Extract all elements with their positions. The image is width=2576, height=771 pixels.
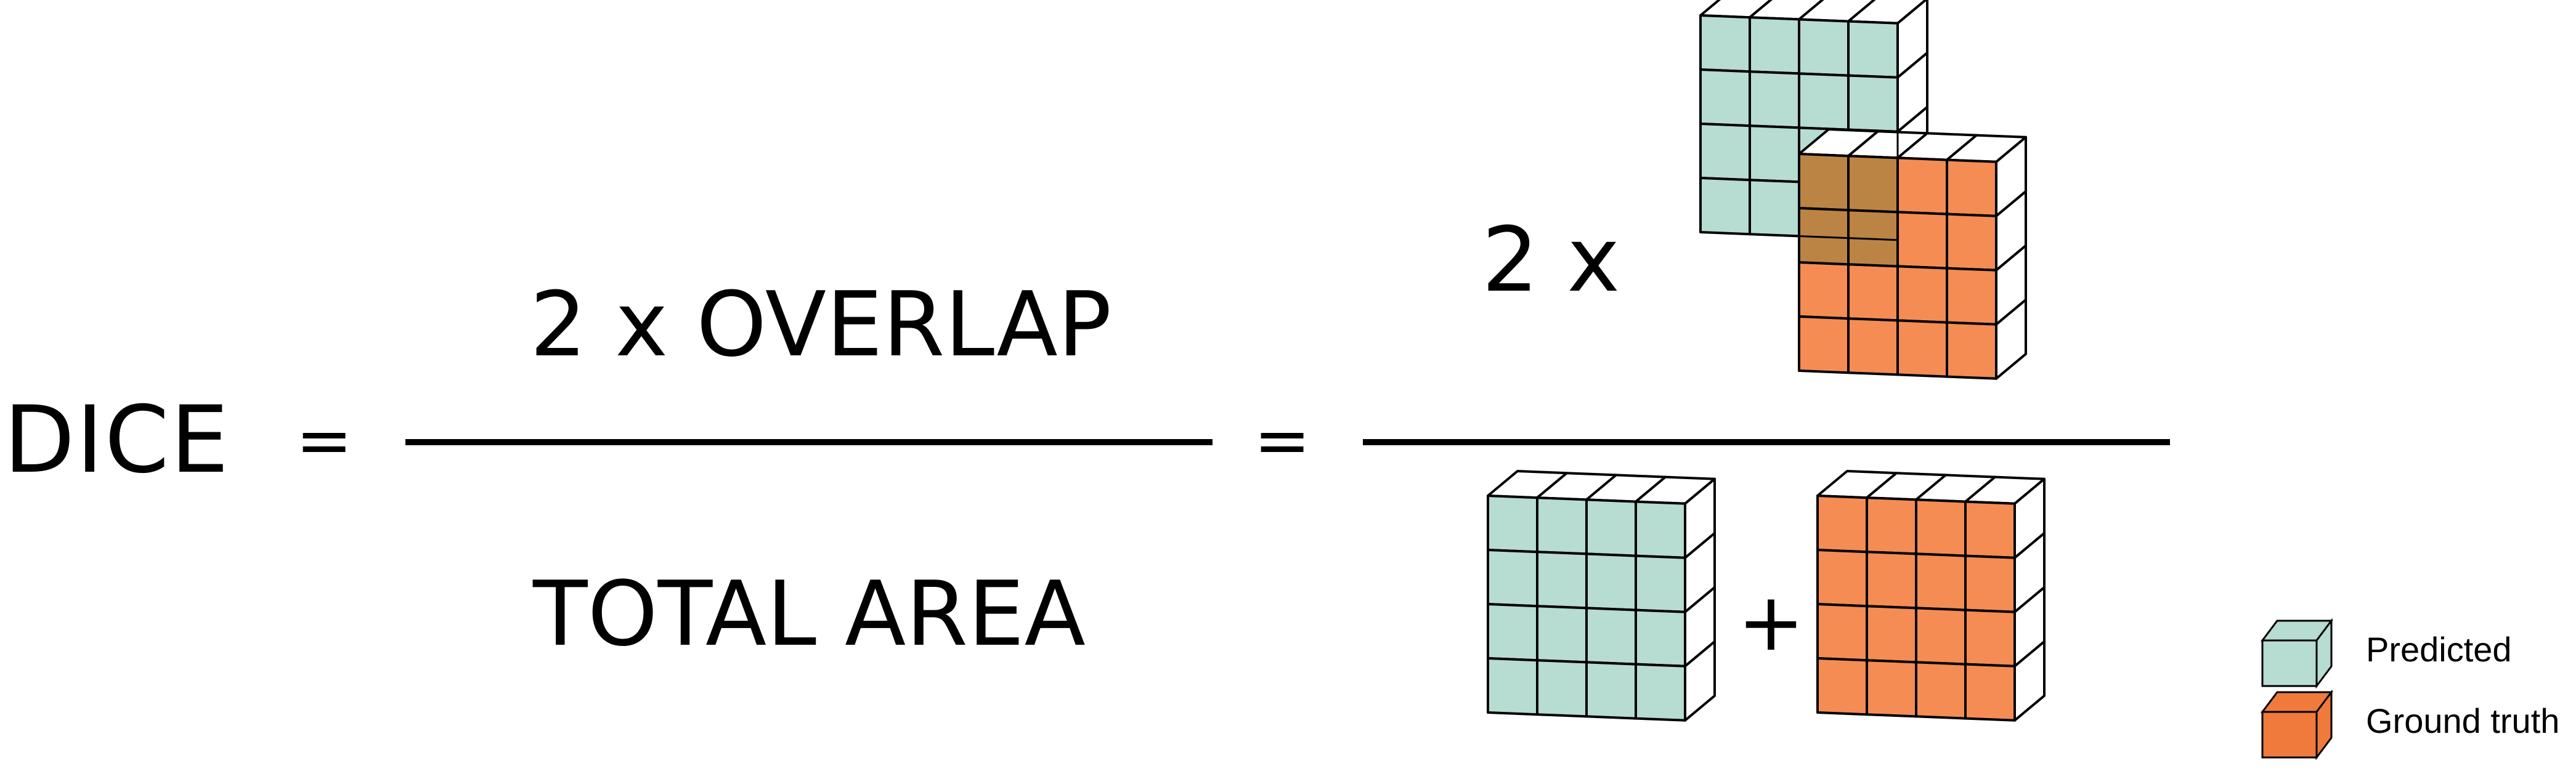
grid-cell [1847,74,1899,133]
grid-cell [1915,552,1967,612]
grid-cell [1816,549,1868,608]
grid-cell [1487,603,1538,662]
grid-cell [1798,261,1850,320]
grid-cell [1635,500,1686,559]
grid-cell [1749,124,1800,184]
grid-cell [1699,123,1751,182]
grid-cell [1585,661,1637,720]
grid-cell [1749,16,1800,75]
cube-front-face [2261,639,2318,687]
grid-cell [1536,496,1588,555]
grid-cell [1816,494,1868,554]
grid-cell [1816,657,1868,716]
numerator-overlap-region [1798,131,1899,268]
overlap-cell [1847,155,1899,214]
grid-cell [1749,179,1800,238]
grid-cell [1964,500,2016,559]
grid-cell [1866,605,1917,664]
grid-cell [1487,657,1538,716]
grid-cell [1585,607,1637,666]
equals-sign-1: = [296,401,353,480]
overlap-cell [1798,152,1850,212]
grid-cell [1798,18,1850,77]
grid-cell [1896,211,1948,270]
grid-cell [1749,70,1800,129]
grid-cell [1487,494,1538,554]
grid-cell [1798,315,1850,374]
grid-cell [1946,267,1997,326]
grid-cell [1635,608,1686,668]
total-area-denominator: TOTAL AREA [533,562,1086,666]
grid-cell [1866,551,1917,610]
grid-cell [1536,551,1588,610]
grid-cell [1896,156,1948,216]
grid-cell [1699,177,1751,236]
grid-cell [1896,319,1948,378]
grid-cell [1699,14,1751,73]
grid-cell [1915,607,1967,666]
legend-predicted-cube [2261,618,2333,689]
dice-label: DICE [4,387,230,494]
grid-cell [1847,20,1899,79]
plus-sign: + [1737,575,1805,669]
grid-cell [1946,212,1997,272]
grid-cell [1866,659,1917,718]
legend-ground-truth-label: Ground truth [2366,701,2560,740]
grid-cell [1946,321,1997,380]
grid-cell [1847,263,1899,322]
denominator-ground-truth-grid [1816,470,2046,722]
legend-ground-truth-cube [2261,689,2333,761]
grid-cell [1964,554,2016,613]
grid-cell [1847,317,1899,376]
grid-cell [1635,663,1686,722]
grid-cell [1915,498,1967,557]
grid-cell [1635,554,1686,613]
fraction-bar-right [1363,439,2170,445]
grid-cell [1964,608,2016,668]
grid-cell [1816,603,1868,662]
equals-sign-2: = [1254,401,1311,480]
back-grid-edge [1798,235,1898,241]
denominator-predicted-grid [1487,470,1716,722]
grid-cell [1536,605,1588,664]
grid-cell [1585,552,1637,612]
grid-cell [1915,661,1967,720]
cube-front-face [2261,711,2318,759]
grid-cell [1964,663,2016,722]
grid-cell [1699,68,1751,127]
numerator-coefficient: 2 x [1482,208,1620,312]
fraction-bar-left [405,439,1213,445]
grid-cell [1536,659,1588,718]
grid-cell [1585,498,1637,557]
grid-cell [1866,496,1917,555]
grid-cell [1896,265,1948,324]
grid-cell [1946,158,1997,217]
grid-cell [1798,72,1850,131]
grid-cell [1487,549,1538,608]
legend-predicted-label: Predicted [2366,630,2512,669]
overlap-numerator: 2 x OVERLAP [530,273,1112,377]
